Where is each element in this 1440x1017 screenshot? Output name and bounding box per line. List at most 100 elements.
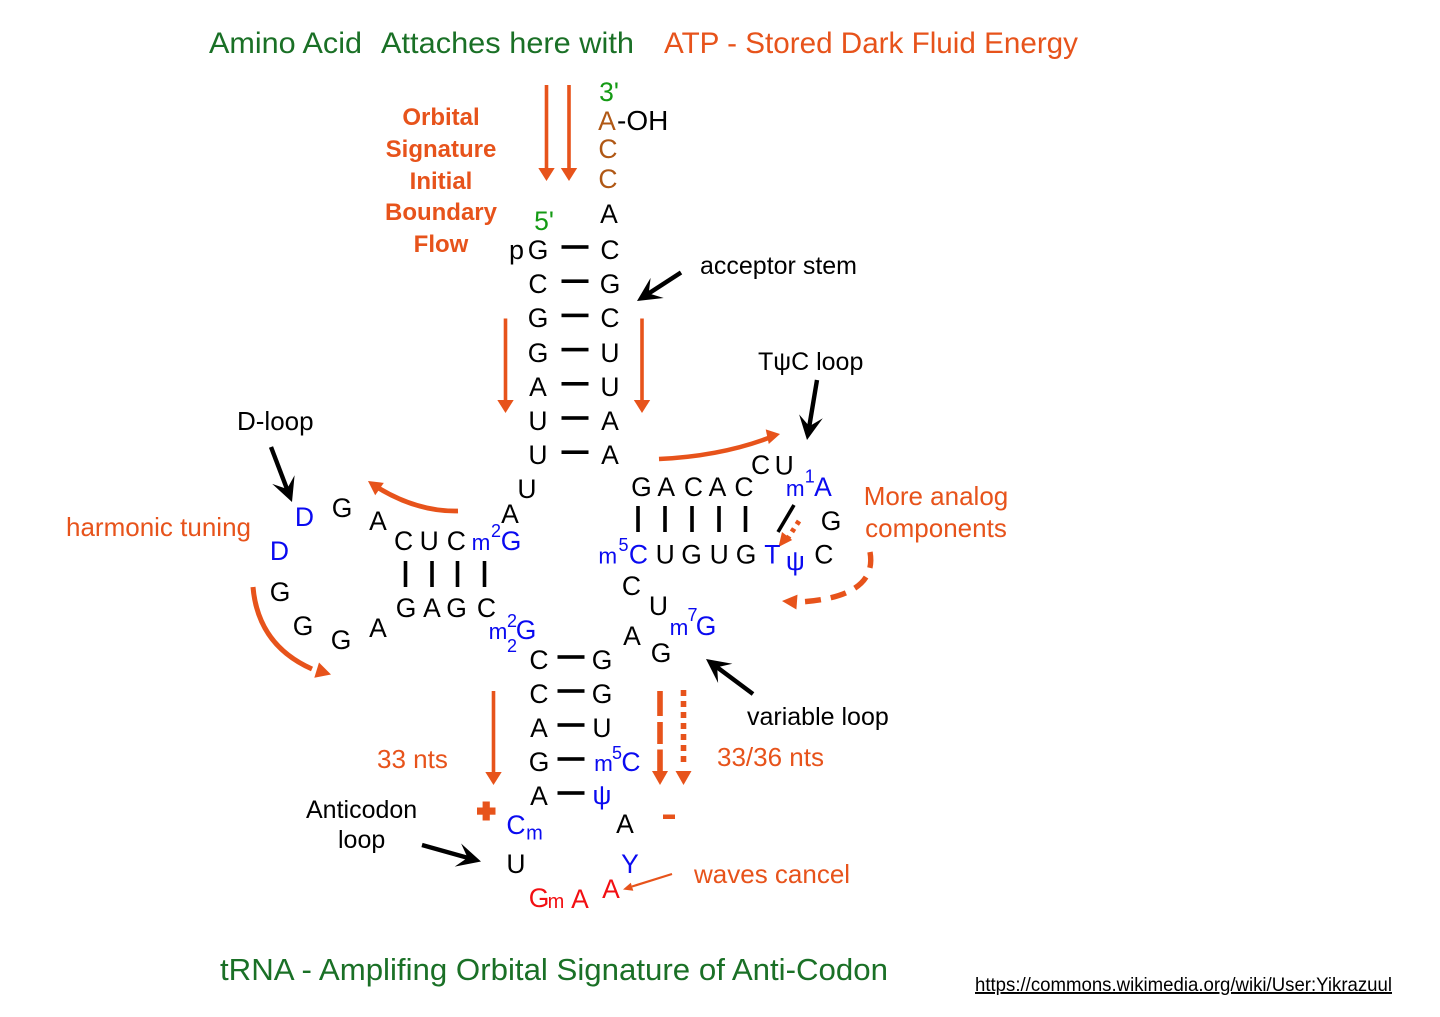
svg-text:U: U bbox=[517, 474, 536, 504]
svg-text:G: G bbox=[696, 611, 717, 641]
svg-text:C: C bbox=[622, 571, 641, 601]
svg-text:G: G bbox=[332, 493, 353, 523]
svg-text:https://commons.wikimedia.org/: https://commons.wikimedia.org/wiki/User:… bbox=[975, 974, 1392, 996]
svg-text:C: C bbox=[814, 540, 833, 570]
svg-text:A: A bbox=[602, 874, 620, 904]
svg-text:A: A bbox=[369, 613, 387, 643]
svg-text:D-loop: D-loop bbox=[237, 406, 314, 436]
svg-text:D: D bbox=[295, 502, 314, 532]
svg-text:Y: Y bbox=[621, 849, 639, 879]
svg-text:G: G bbox=[270, 577, 291, 607]
svg-text:m: m bbox=[548, 891, 565, 913]
svg-text:G: G bbox=[396, 593, 417, 623]
svg-text:TψC loop: TψC loop bbox=[758, 348, 863, 376]
svg-text:harmonic tuning: harmonic tuning bbox=[66, 512, 251, 542]
svg-text:G: G bbox=[600, 269, 621, 299]
svg-text:p: p bbox=[509, 235, 524, 265]
svg-text:Initial: Initial bbox=[410, 168, 473, 195]
svg-text:C: C bbox=[598, 164, 617, 194]
svg-text:T: T bbox=[764, 540, 780, 570]
svg-text:-OH: -OH bbox=[617, 105, 668, 136]
svg-text:G: G bbox=[331, 625, 352, 655]
svg-text:G: G bbox=[592, 679, 613, 709]
svg-text:A: A bbox=[814, 472, 832, 502]
svg-text:C: C bbox=[447, 526, 466, 556]
svg-text:G: G bbox=[528, 303, 549, 333]
svg-text:A: A bbox=[709, 472, 727, 502]
svg-text:ψ: ψ bbox=[786, 546, 805, 576]
svg-text:5: 5 bbox=[612, 743, 622, 763]
svg-text:C: C bbox=[600, 235, 619, 265]
svg-text:G: G bbox=[651, 638, 672, 668]
svg-text:C: C bbox=[629, 540, 648, 570]
svg-text:D: D bbox=[270, 536, 289, 566]
svg-text:G: G bbox=[529, 747, 550, 777]
svg-text:Anticodon: Anticodon bbox=[306, 796, 417, 824]
svg-text:G: G bbox=[529, 883, 550, 913]
svg-text:C: C bbox=[684, 472, 703, 502]
svg-text:U: U bbox=[528, 440, 547, 470]
svg-text:G: G bbox=[446, 593, 467, 623]
svg-text:waves cancel: waves cancel bbox=[693, 859, 850, 889]
svg-text:G: G bbox=[293, 611, 314, 641]
svg-text:C: C bbox=[529, 645, 548, 675]
svg-text:loop: loop bbox=[338, 826, 385, 854]
svg-text:U: U bbox=[656, 540, 675, 570]
svg-text:A: A bbox=[616, 809, 634, 839]
svg-text:C: C bbox=[529, 679, 548, 709]
svg-text:A: A bbox=[501, 499, 519, 529]
svg-text:A: A bbox=[601, 406, 619, 436]
svg-text:3': 3' bbox=[599, 77, 619, 107]
svg-text:A: A bbox=[657, 472, 675, 502]
svg-text:U: U bbox=[600, 372, 619, 402]
svg-text:Flow: Flow bbox=[414, 231, 469, 258]
svg-text:A: A bbox=[598, 106, 616, 136]
svg-text:2: 2 bbox=[491, 521, 501, 541]
svg-text:C: C bbox=[751, 450, 770, 480]
svg-text:C: C bbox=[394, 526, 413, 556]
svg-text:Amino Acid: Amino Acid bbox=[209, 27, 362, 60]
svg-text:m: m bbox=[472, 530, 491, 555]
svg-text:G: G bbox=[516, 615, 537, 645]
svg-text:m: m bbox=[598, 544, 617, 569]
svg-text:A: A bbox=[601, 440, 619, 470]
svg-text:G: G bbox=[528, 338, 549, 368]
svg-text:U: U bbox=[649, 591, 668, 621]
svg-text:ATP - Stored Dark Fluid Energy: ATP - Stored Dark Fluid Energy bbox=[664, 27, 1078, 60]
svg-text:U: U bbox=[506, 849, 525, 879]
svg-text:C: C bbox=[477, 593, 496, 623]
svg-text:G: G bbox=[528, 235, 549, 265]
svg-text:A: A bbox=[369, 506, 387, 536]
svg-text:G: G bbox=[681, 540, 702, 570]
svg-text:U: U bbox=[528, 406, 547, 436]
svg-text:A: A bbox=[571, 884, 589, 914]
svg-text:C: C bbox=[600, 303, 619, 333]
svg-text:C: C bbox=[528, 269, 547, 299]
svg-text:A: A bbox=[423, 593, 441, 623]
svg-text:5': 5' bbox=[534, 206, 554, 236]
svg-text:More analog: More analog bbox=[864, 481, 1009, 511]
svg-text:A: A bbox=[530, 713, 548, 743]
svg-text:33/36 nts: 33/36 nts bbox=[717, 742, 824, 772]
svg-text:U: U bbox=[592, 713, 611, 743]
svg-text:U: U bbox=[420, 526, 439, 556]
svg-text:A: A bbox=[623, 621, 641, 651]
svg-text:ψ: ψ bbox=[593, 780, 612, 810]
svg-text:2: 2 bbox=[507, 636, 517, 656]
svg-text:G: G bbox=[736, 540, 757, 570]
svg-text:m: m bbox=[594, 751, 613, 776]
svg-text:C: C bbox=[621, 747, 640, 777]
svg-text:acceptor stem: acceptor stem bbox=[700, 252, 857, 280]
svg-text:m: m bbox=[489, 619, 508, 644]
svg-text:U: U bbox=[710, 540, 729, 570]
svg-text:Orbital: Orbital bbox=[402, 104, 479, 131]
svg-text:A: A bbox=[530, 781, 548, 811]
svg-text:2: 2 bbox=[507, 611, 517, 631]
svg-text:m: m bbox=[786, 476, 805, 501]
svg-text:U: U bbox=[600, 338, 619, 368]
svg-text:A: A bbox=[529, 372, 547, 402]
svg-text:G: G bbox=[631, 472, 652, 502]
svg-text:variable loop: variable loop bbox=[747, 703, 889, 731]
svg-text:G: G bbox=[501, 526, 522, 556]
svg-text:C: C bbox=[506, 810, 525, 840]
